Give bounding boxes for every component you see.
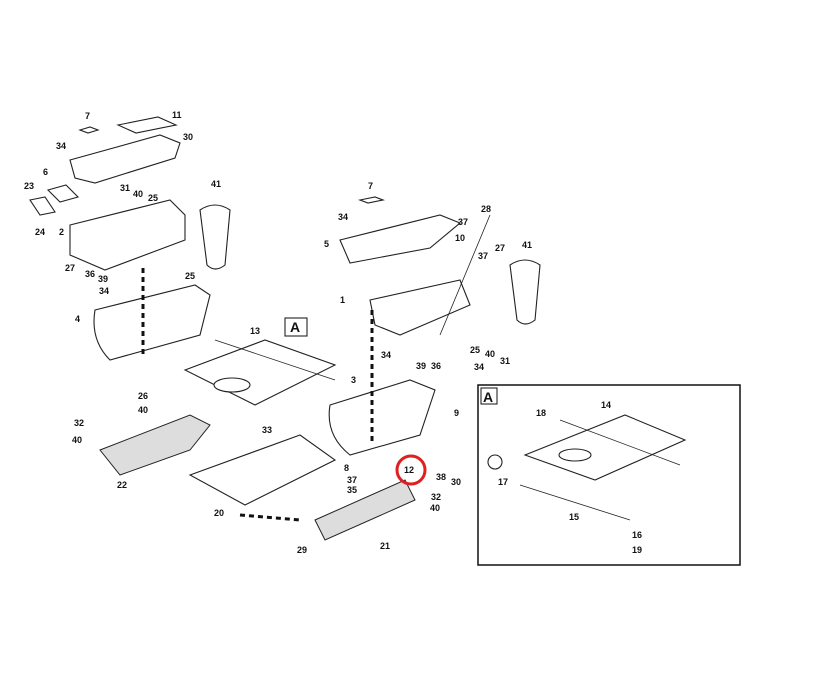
callout: 33	[262, 425, 272, 435]
callout: 1	[340, 295, 345, 305]
callout: 36	[431, 361, 441, 371]
inset-title: A	[483, 389, 493, 405]
callout: 21	[380, 541, 390, 551]
callout: 34	[381, 350, 391, 360]
callout: 27	[65, 263, 75, 273]
callout: 40	[138, 405, 148, 415]
callout: 34	[99, 286, 109, 296]
callout: 39	[416, 361, 426, 371]
callout: 29	[297, 545, 307, 555]
callout: 37	[347, 475, 357, 485]
callout: 32	[431, 492, 441, 502]
detail-ref-a: A	[290, 319, 300, 335]
callout: 9	[454, 408, 459, 418]
callout: 31	[500, 356, 510, 366]
callout: 32	[74, 418, 84, 428]
callout: 35	[347, 485, 357, 495]
callout: 6	[43, 167, 48, 177]
callout: 11	[172, 110, 182, 120]
callout: 36	[85, 269, 95, 279]
callout: 41	[522, 240, 532, 250]
callout: 37	[458, 217, 468, 227]
callout: 40	[72, 435, 82, 445]
seat-plate: A	[183, 317, 337, 406]
callout: 40	[430, 503, 440, 513]
callout: 25	[148, 193, 158, 203]
callout: 30	[183, 132, 193, 142]
callout: 25	[470, 345, 480, 355]
callout: 7	[85, 111, 90, 121]
callout: 8	[344, 463, 349, 473]
callout: 3	[351, 375, 356, 385]
callout: 26	[138, 391, 148, 401]
callout: 22	[117, 480, 127, 490]
inset-callout: 16	[632, 530, 642, 540]
inset-callout: 17	[498, 477, 508, 487]
callout: 34	[56, 141, 66, 151]
callout: 40	[485, 349, 495, 359]
callout: 10	[455, 233, 465, 243]
inset-callout: 19	[632, 545, 642, 555]
callout: 7	[368, 181, 373, 191]
callout: 38	[436, 472, 446, 482]
inset-callout: 15	[569, 512, 579, 522]
callout: 30	[451, 477, 461, 487]
callout: 28	[481, 204, 491, 214]
callout: 5	[324, 239, 329, 249]
callout: 25	[185, 271, 195, 281]
callout: 37	[478, 251, 488, 261]
callout: 24	[35, 227, 45, 237]
callout: 41	[211, 179, 221, 189]
lower-parts	[99, 414, 416, 541]
callout: 40	[133, 189, 143, 199]
callout: 4	[75, 314, 80, 324]
left-console-assembly	[29, 116, 231, 361]
callout: 31	[120, 183, 130, 193]
callout: 20	[214, 508, 224, 518]
callout: 34	[338, 212, 348, 222]
inset-callout: 14	[601, 400, 611, 410]
callout: 23	[24, 181, 34, 191]
callout: 13	[250, 326, 260, 336]
callout: 39	[98, 274, 108, 284]
highlight-circle	[395, 454, 427, 486]
callout-highlighted: 12	[404, 465, 414, 475]
callout: 2	[59, 227, 64, 237]
right-console-assembly	[328, 196, 541, 456]
callout: 27	[495, 243, 505, 253]
callouts: 7 11 34 30 6 23 31 40 25 41 24 2 27 36 3…	[24, 110, 642, 555]
callout: 34	[474, 362, 484, 372]
inset-callout: 18	[536, 408, 546, 418]
detail-inset: A	[477, 384, 741, 566]
